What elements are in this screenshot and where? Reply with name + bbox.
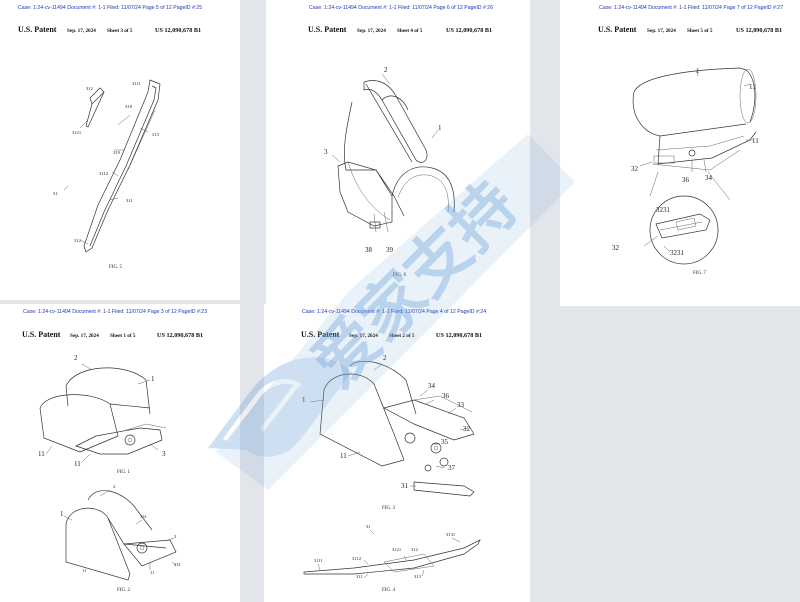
fig-2-caption: FIG. 2	[117, 588, 131, 593]
label-3111: 3111	[132, 81, 141, 86]
patent-date: Sep. 17, 2024	[349, 333, 378, 339]
label-11: 11	[340, 452, 347, 460]
label-1: 1	[438, 124, 442, 132]
label-11-left-fig2: 11	[82, 568, 87, 573]
label-311: 311	[126, 198, 133, 203]
label-3231-top: 3231	[656, 206, 670, 214]
fig-5-caption: FIG. 5	[109, 265, 123, 270]
sheet-number: Sheet 2 of 5	[389, 333, 415, 339]
label-3-fig2: 3	[174, 534, 177, 539]
patent-number: US 12,090,678 B1	[157, 332, 204, 339]
fig-3-caption: FIG. 3	[382, 506, 396, 511]
sheet-number: Sheet 5 of 5	[687, 28, 713, 34]
patent-date: Sep. 17, 2024	[647, 28, 676, 34]
fig-6-caption: FIG. 6	[393, 273, 407, 278]
fig1-fig2-drawing	[39, 363, 177, 581]
label-312: 312	[411, 547, 418, 552]
case-line: Case: 1:24-cv-11494 Document #: 1-1 File…	[309, 5, 494, 11]
label-32: 32	[463, 425, 470, 433]
sheet-number: Sheet 4 of 5	[397, 28, 423, 34]
label-3111: 3111	[314, 558, 323, 563]
patent-label: U.S. Patent	[308, 25, 347, 34]
label-3131: 3131	[446, 532, 456, 537]
fig7-drawing	[632, 67, 757, 265]
label-331-top-fig2: 331	[140, 514, 147, 519]
fig-7-caption: FIG. 7	[693, 271, 707, 276]
label-34: 34	[705, 174, 712, 182]
label-38: 38	[365, 246, 372, 254]
patent-number: US 12,090,678 B1	[155, 27, 202, 34]
label-11-right: 11	[752, 137, 759, 145]
label-11-bottom-fig1: 11	[74, 460, 81, 468]
label-3121: 3121	[72, 130, 82, 135]
case-line: Case: 1:24-cv-11494 Document #: 1-1 File…	[302, 309, 487, 315]
fig5-drawing	[63, 79, 161, 253]
label-37: 37	[448, 464, 455, 472]
label-31-fig3: 31	[401, 482, 408, 490]
label-3112: 3112	[99, 171, 109, 176]
label-3231-bottom: 3231	[670, 249, 684, 257]
label-34: 34	[428, 382, 435, 390]
patent-date: Sep. 17, 2024	[357, 28, 386, 34]
patent-label: U.S. Patent	[301, 330, 340, 339]
label-35: 35	[441, 438, 448, 446]
patent-number: US 12,090,678 B1	[446, 27, 493, 34]
patent-page-sheet-2: Case: 1:24-cv-11494 Document #: 1-1 File…	[264, 304, 530, 602]
label-2: 2	[384, 66, 388, 74]
label-33: 33	[457, 401, 464, 409]
label-313: 313	[414, 574, 421, 579]
patent-label: U.S. Patent	[18, 25, 57, 34]
label-2-fig1: 2	[74, 354, 78, 362]
case-line: Case: 1:24-cv-11494 Document #: 1-1 File…	[599, 5, 784, 11]
label-3: 3	[324, 148, 328, 156]
patent-date: Sep. 17, 2024	[70, 333, 99, 339]
label-313: 313	[152, 132, 159, 137]
fig-1-caption: FIG. 1	[117, 470, 131, 475]
label-1: 1	[696, 67, 700, 75]
label-3112: 3112	[352, 556, 362, 561]
patent-label: U.S. Patent	[598, 25, 637, 34]
label-311: 311	[356, 574, 363, 579]
label-11-right-fig2: 11	[150, 570, 155, 575]
case-line: Case: 1:24-cv-11494 Document #: 1-1 File…	[23, 309, 208, 315]
patent-date: Sep. 17, 2024	[67, 28, 96, 34]
label-1: 1	[302, 396, 306, 404]
label-312-bottom: 312	[74, 238, 81, 243]
label-31-fig4: 31	[366, 524, 371, 529]
label-331-bottom-fig2: 331	[174, 562, 181, 567]
patent-number: US 12,090,678 B1	[436, 332, 483, 339]
patent-page-sheet-5: Case: 1:24-cv-11494 Document #: 1-1 File…	[560, 0, 800, 306]
fig3-fig4-drawing	[303, 360, 481, 579]
label-3121: 3121	[392, 547, 402, 552]
case-line: Case: 1:24-cv-11494 Document #: 1-1 File…	[18, 5, 203, 11]
label-1-fig2: 1	[60, 510, 64, 518]
label-312-top: 312	[86, 86, 93, 91]
label-2: 2	[383, 354, 387, 362]
patent-page-sheet-4: Case: 1:24-cv-11494 Document #: 1-1 File…	[266, 0, 530, 306]
patent-page-sheet-1: Case: 1:24-cv-11494 Document #: 1-1 File…	[0, 304, 240, 602]
fig-4-caption: FIG. 4	[382, 588, 396, 593]
label-36: 36	[442, 392, 449, 400]
label-1-fig1: 1	[151, 375, 155, 383]
label-319: 319	[113, 150, 120, 155]
label-11-left-fig1: 11	[38, 450, 45, 458]
fig6-drawing	[331, 73, 455, 233]
label-2-fig2: 2	[113, 484, 116, 489]
label-36: 36	[682, 176, 689, 184]
label-32-top: 32	[631, 165, 638, 173]
label-318: 318	[125, 104, 132, 109]
label-3-fig1: 3	[162, 450, 166, 458]
sheet-number: Sheet 1 of 5	[110, 333, 136, 339]
patent-label: U.S. Patent	[22, 330, 61, 339]
label-39: 39	[386, 246, 393, 254]
label-32-bottom: 32	[612, 244, 619, 252]
label-31: 31	[53, 191, 58, 196]
label-11-top: 11	[749, 83, 756, 91]
patent-number: US 12,090,678 B1	[736, 27, 783, 34]
patent-page-sheet-3: Case: 1:24-cv-11494 Document #: 1-1 File…	[0, 0, 240, 300]
sheet-number: Sheet 3 of 5	[107, 28, 133, 34]
